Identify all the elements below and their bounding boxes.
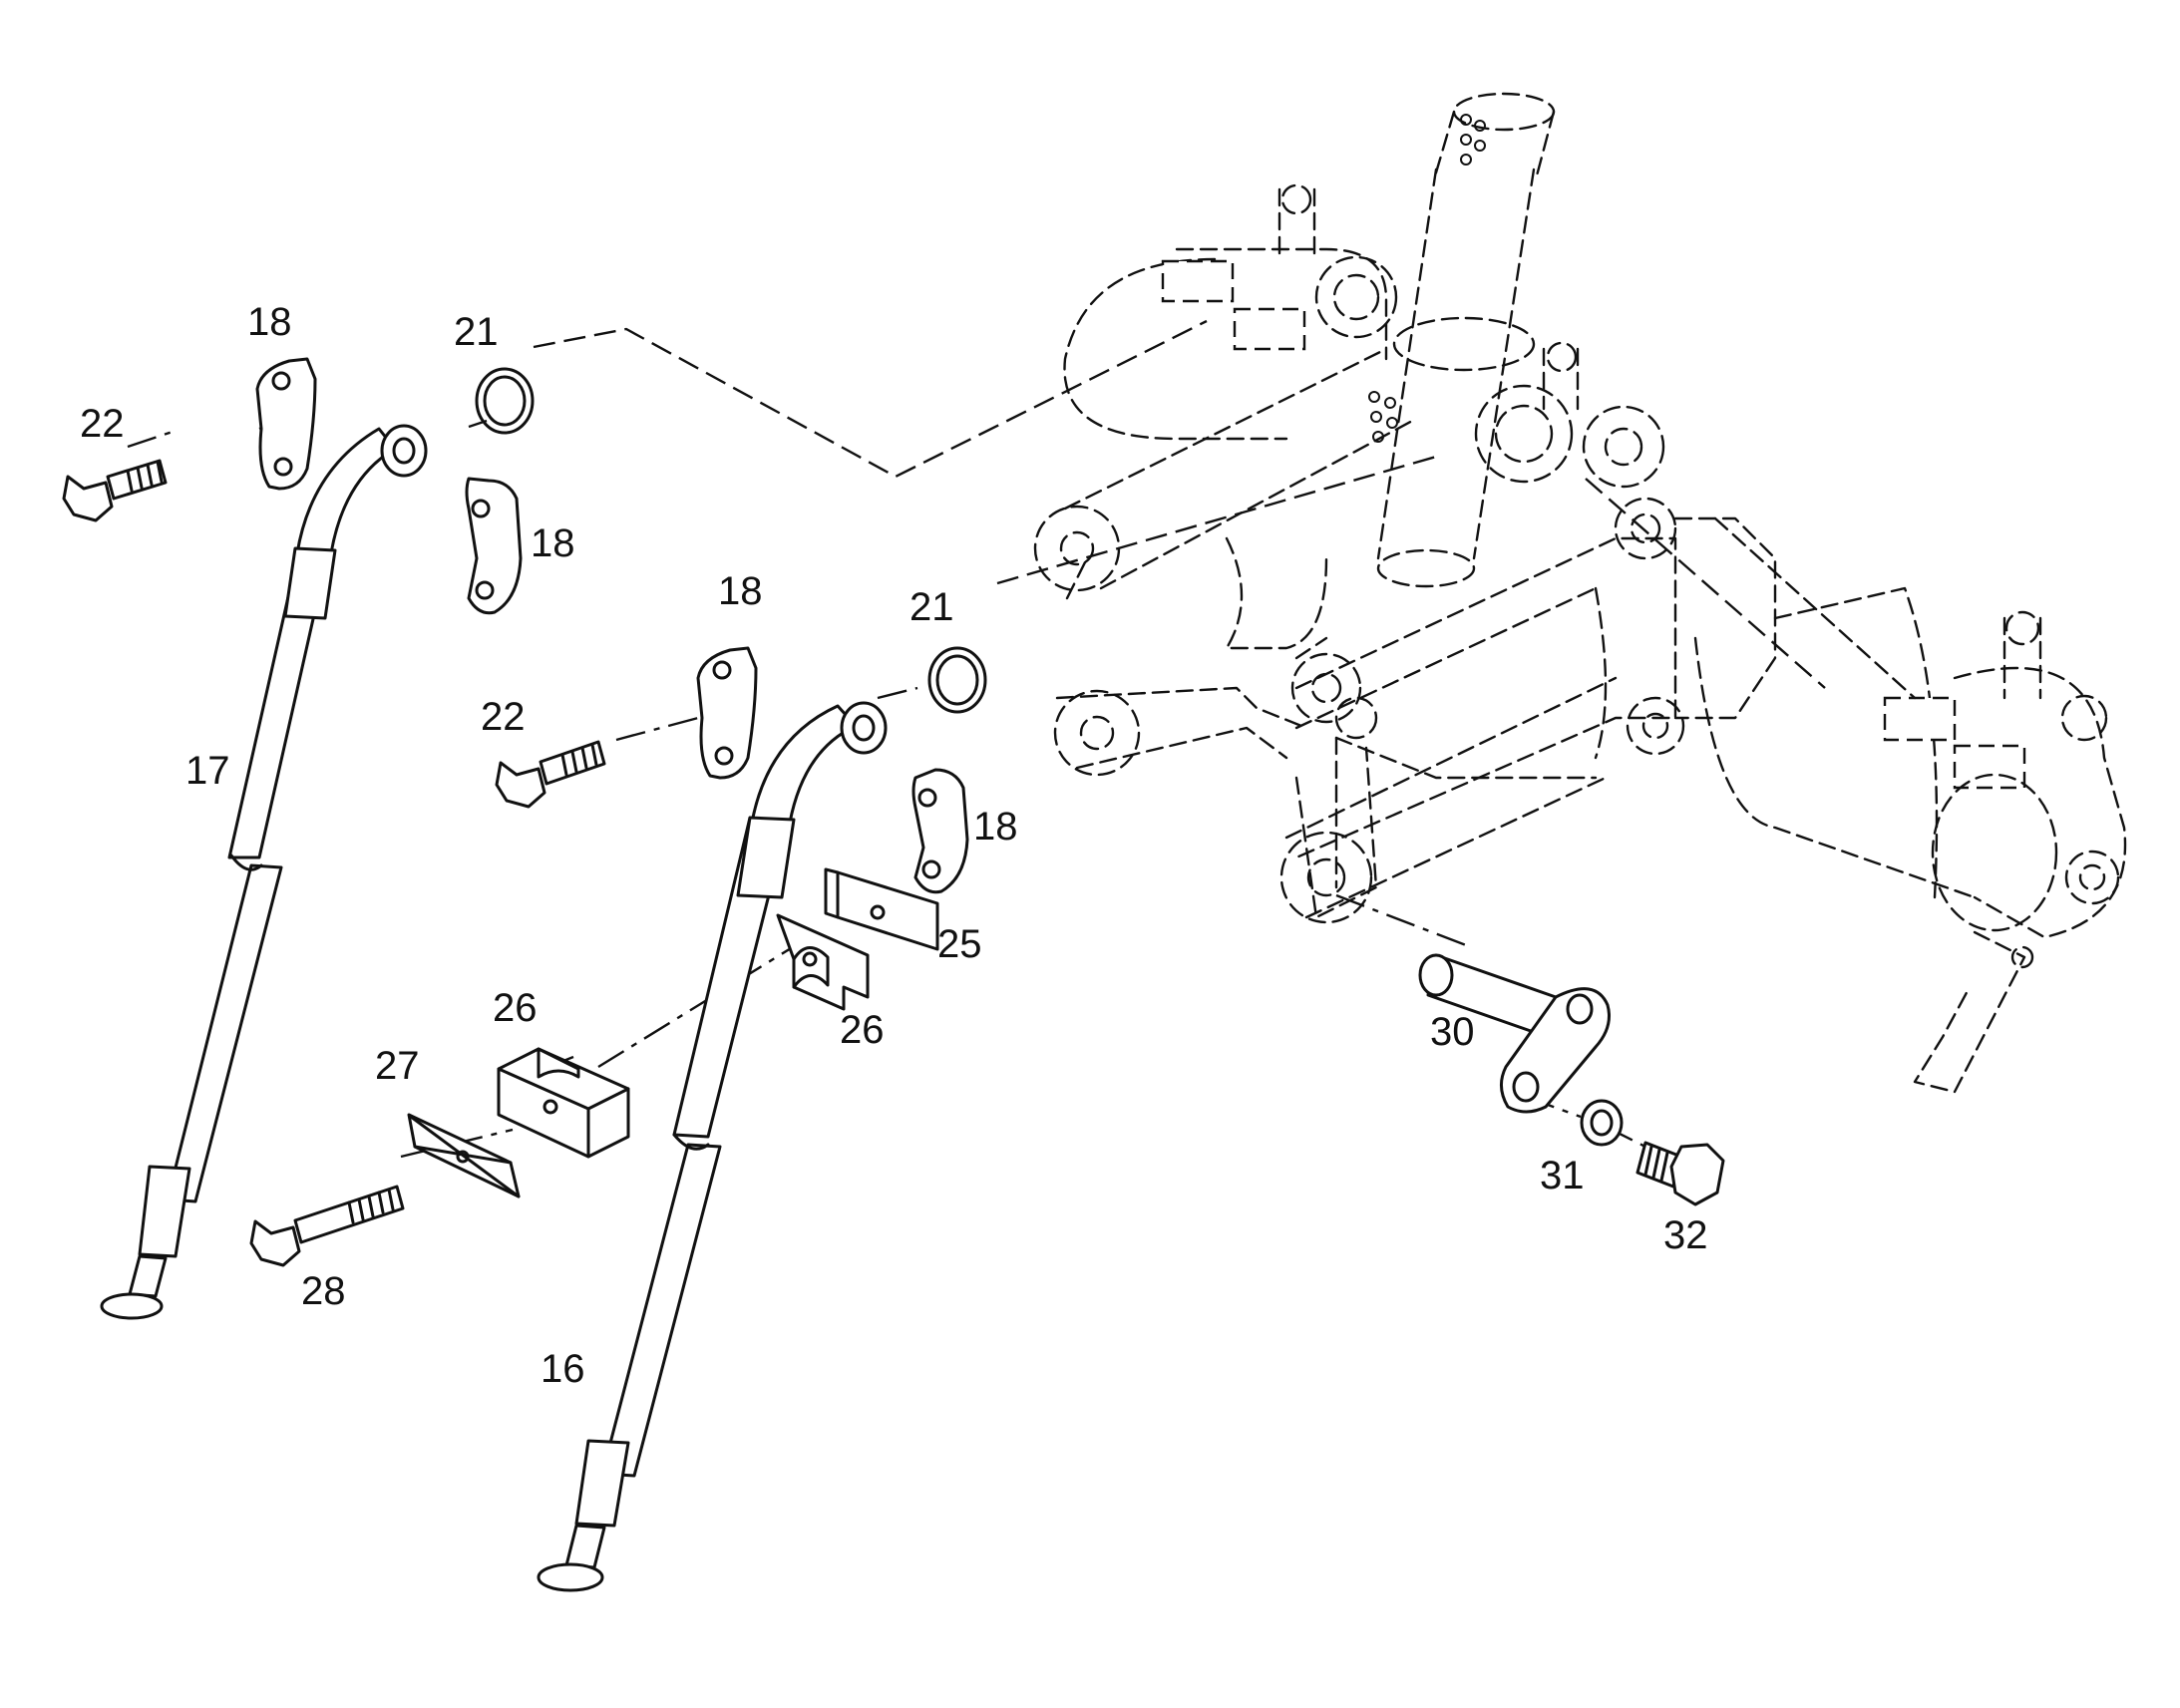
callout-25: 25 bbox=[937, 922, 982, 966]
bolt-32 bbox=[1635, 1141, 1725, 1206]
clamp-block-26-lower bbox=[497, 1047, 630, 1159]
bolt-28 bbox=[249, 1185, 405, 1267]
plate-25 bbox=[824, 867, 939, 951]
clamp-half-18-c bbox=[696, 646, 758, 780]
clamp-block-26-upper bbox=[776, 913, 870, 1011]
callout-30: 30 bbox=[1430, 1010, 1475, 1054]
callout-labels: 18 21 22 18 18 21 22 17 18 25 26 26 27 2… bbox=[80, 300, 1708, 1391]
washer-31 bbox=[1580, 1099, 1624, 1147]
callout-28: 28 bbox=[301, 1269, 346, 1313]
clamp-half-18-b bbox=[465, 477, 523, 615]
callout-18: 18 bbox=[973, 805, 1018, 849]
clamp-half-18-a bbox=[255, 357, 317, 491]
callout-21: 21 bbox=[909, 585, 954, 629]
assembly-leader-lines bbox=[127, 319, 1826, 1159]
callout-18: 18 bbox=[247, 300, 292, 344]
callout-26: 26 bbox=[840, 1008, 885, 1052]
callout-18: 18 bbox=[531, 521, 575, 565]
o-ring-21-lower bbox=[927, 646, 987, 714]
bolt-22-lower bbox=[495, 740, 606, 809]
phantom-axle-assembly bbox=[1033, 92, 2127, 1094]
callout-22: 22 bbox=[80, 402, 125, 446]
callout-22: 22 bbox=[481, 695, 526, 739]
callout-27: 27 bbox=[375, 1044, 420, 1088]
callout-26: 26 bbox=[493, 986, 538, 1030]
callout-17: 17 bbox=[185, 749, 230, 793]
callout-18: 18 bbox=[718, 569, 763, 613]
pin-30 bbox=[1418, 953, 1611, 1114]
callout-31: 31 bbox=[1540, 1154, 1585, 1197]
plate-27 bbox=[407, 1113, 521, 1198]
callout-21: 21 bbox=[454, 310, 499, 354]
bolt-22-upper bbox=[62, 459, 168, 522]
o-ring-21-upper bbox=[475, 367, 535, 435]
callout-16: 16 bbox=[541, 1347, 585, 1391]
callout-32: 32 bbox=[1663, 1213, 1708, 1257]
clamp-half-18-d bbox=[911, 768, 969, 894]
hose-17 bbox=[100, 424, 428, 1320]
hose-16 bbox=[537, 701, 888, 1592]
